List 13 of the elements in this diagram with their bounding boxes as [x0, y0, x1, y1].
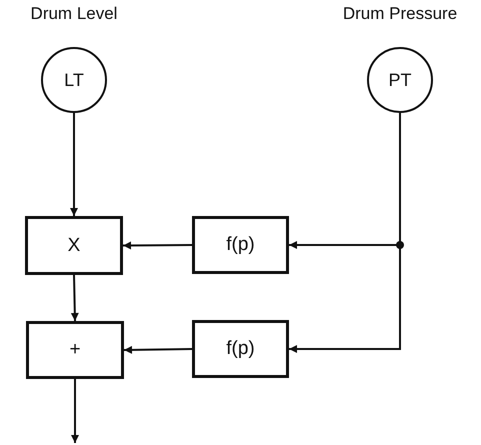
function-block: f(p): [192, 320, 289, 378]
signal-label: Drum Pressure: [342, 4, 458, 24]
arrow: [124, 346, 192, 354]
signal-label: Drum Level: [30, 4, 118, 24]
arrow: [71, 379, 79, 443]
transmitter-circle: LT: [41, 47, 107, 113]
arrow: [70, 274, 79, 322]
arrow: [70, 113, 78, 216]
function-block: X: [25, 216, 123, 275]
arrow: [123, 241, 192, 250]
function-block: +: [26, 321, 124, 379]
function-block: f(p): [192, 216, 289, 274]
transmitter-circle: PT: [367, 47, 433, 113]
